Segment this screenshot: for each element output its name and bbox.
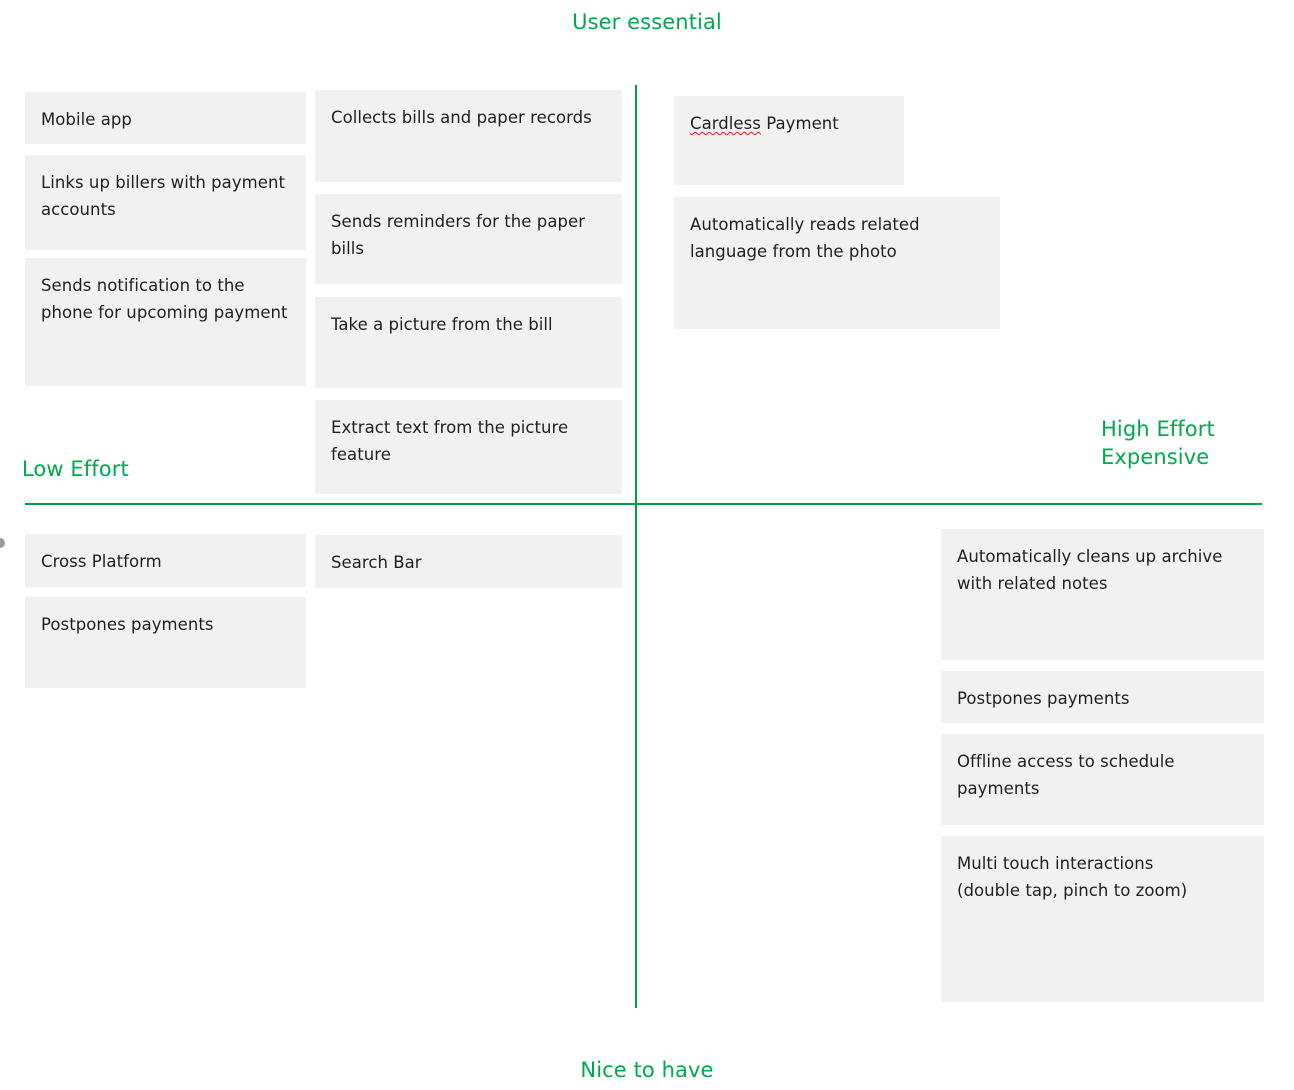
card-text: Collects bills and paper records [331,108,592,127]
axis-label-left: Low Effort [22,457,129,481]
card-text: Sends reminders for the paper bills [331,212,586,258]
card-cross-platform[interactable]: Cross Platform [25,534,306,587]
card-text: Sends notification to the phone for upco… [41,276,288,322]
card-collects-bills[interactable]: Collects bills and paper records [315,90,622,182]
card-extract-text[interactable]: Extract text from the picture feature [315,400,622,494]
card-search-bar[interactable]: Search Bar [315,535,622,588]
vertical-axis-line [635,85,637,1008]
card-sends-notification[interactable]: Sends notification to the phone for upco… [25,258,306,386]
card-text: Cardless Payment [690,110,888,137]
card-mobile-app[interactable]: Mobile app [25,92,306,144]
card-text: Cross Platform [41,552,162,571]
card-text: Postpones payments [957,689,1130,708]
card-take-a-picture[interactable]: Take a picture from the bill [315,297,622,388]
card-sends-reminders[interactable]: Sends reminders for the paper bills [315,194,622,284]
card-postpones-payments-left[interactable]: Postpones payments [25,597,306,688]
card-multi-touch[interactable]: Multi touch interactions (double tap, pi… [941,836,1264,1002]
card-automatically-reads[interactable]: Automatically reads related language fro… [674,197,1000,329]
misspelled-word: Cardless [690,114,761,133]
card-text-rest: Payment [760,114,839,133]
card-text: Automatically reads related language fro… [690,215,920,261]
horizontal-axis-line [25,503,1262,505]
card-text: Multi touch interactions (double tap, pi… [957,854,1188,900]
card-text: Links up billers with payment accounts [41,173,286,219]
card-text: Mobile app [41,110,132,129]
resize-handle[interactable] [0,538,5,548]
card-text: Extract text from the picture feature [331,418,569,464]
card-text: Take a picture from the bill [331,315,553,334]
card-text: Offline access to schedule payments [957,752,1175,798]
card-text: Postpones payments [41,615,214,634]
axis-label-top: User essential [572,10,722,34]
card-links-up-billers[interactable]: Links up billers with payment accounts [25,155,306,250]
card-postpones-payments-right[interactable]: Postpones payments [941,671,1264,723]
axis-label-bottom: Nice to have [580,1058,714,1082]
card-text: Search Bar [331,553,422,572]
card-offline-access[interactable]: Offline access to schedule payments [941,734,1264,825]
axis-label-right: High Effort Expensive [1101,417,1215,469]
card-text: Automatically cleans up archive with rel… [957,547,1223,593]
card-auto-cleans-archive[interactable]: Automatically cleans up archive with rel… [941,529,1264,660]
card-cardless-payment[interactable]: Cardless Payment [674,96,904,185]
